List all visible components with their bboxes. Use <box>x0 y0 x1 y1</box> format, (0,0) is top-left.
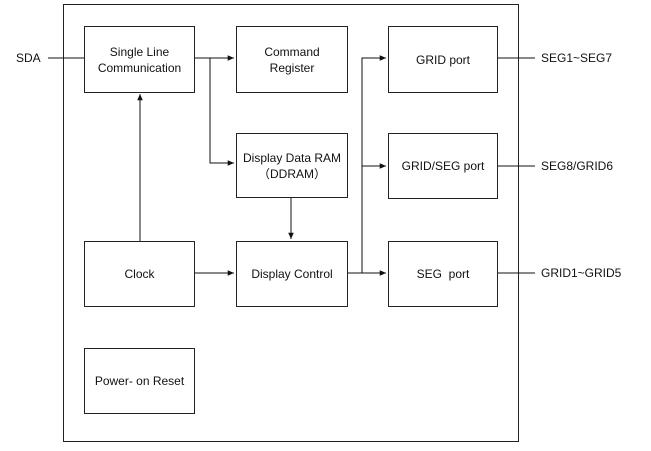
grid-port-block: GRID port <box>388 26 498 93</box>
block-label-line-1: Command <box>264 44 320 59</box>
block-label: GRID port <box>415 52 470 67</box>
pin-seg1-seg7: SEG1~SEG7 <box>541 51 613 65</box>
pin-sda: SDA <box>16 51 41 65</box>
clock-block: Clock <box>84 241 195 307</box>
block-label-line-2: Communication <box>97 60 182 75</box>
block-label: SEG port <box>416 267 470 281</box>
block-label: GRID/SEG port <box>401 159 485 173</box>
block-label-line-1: Display Data RAM <box>242 150 342 165</box>
display-control-block: Display Control <box>236 241 348 307</box>
comm-to-ddram-wire <box>209 58 234 166</box>
block-label: Power- on Reset <box>94 374 185 388</box>
block-label-line-2: （DDRAM） <box>258 166 326 181</box>
block-label-line-1: Single Line <box>109 44 170 59</box>
pin-seg8-grid6: SEG8/GRID6 <box>541 159 614 173</box>
display-data-ram-block: Display Data RAM （DDRAM） <box>236 133 348 198</box>
command-register-block: Command Register <box>236 26 348 93</box>
block-label: Clock <box>124 267 155 281</box>
block-label-line-2: Register <box>269 60 315 75</box>
bus-to-grid-wire <box>361 55 386 273</box>
pin-grid1-grid5: GRID1~GRID5 <box>541 266 622 280</box>
grid-seg-port-block: GRID/SEG port <box>388 133 498 199</box>
power-on-reset-block: Power- on Reset <box>84 348 195 414</box>
block-label: Display Control <box>251 267 333 281</box>
seg-port-block: SEG port <box>388 241 498 307</box>
single-line-communication-block: Single Line Communication <box>84 26 195 93</box>
chip-boundary <box>63 4 519 442</box>
